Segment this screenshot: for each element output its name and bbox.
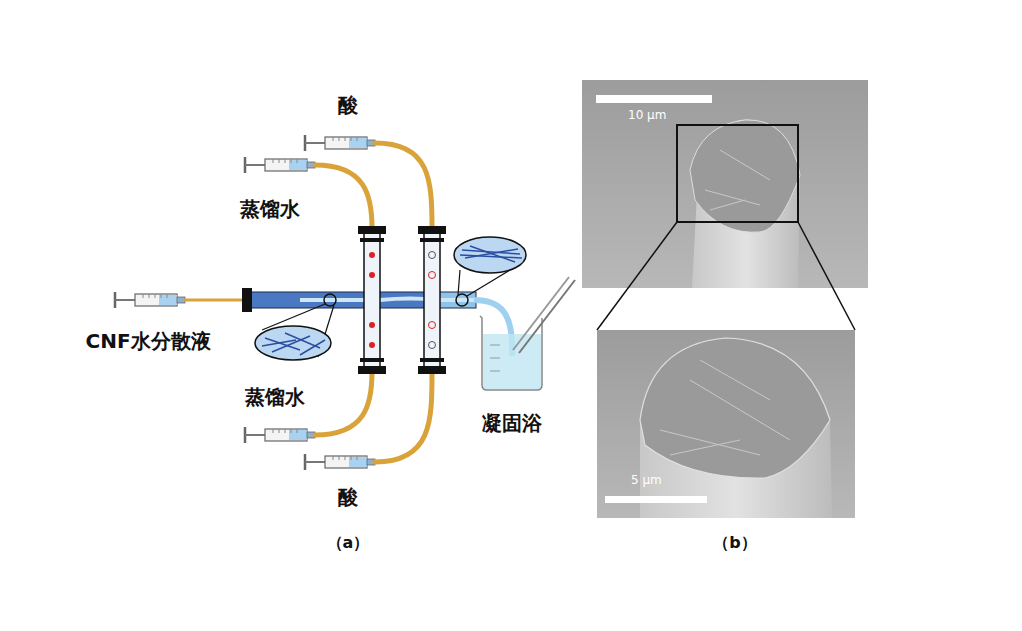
sem-panel: 5 μm	[597, 330, 855, 518]
scale-bar-label: 10 μm	[628, 108, 666, 122]
sem-image	[582, 80, 868, 330]
part-label: CNF水分散液	[85, 328, 210, 355]
syringe	[305, 454, 375, 470]
part-label: 蒸馏水	[245, 384, 305, 411]
sem-zoom-image	[597, 330, 855, 518]
coagulation-beaker	[480, 277, 575, 390]
syringe	[245, 157, 315, 173]
syringe	[115, 292, 185, 308]
part-label: 蒸馏水	[240, 196, 300, 223]
panel-label: （a）	[327, 533, 370, 554]
scale-bar-label: 5 μm	[631, 473, 662, 487]
part-label: 酸	[338, 484, 358, 511]
part-label: 酸	[338, 92, 358, 119]
tubing	[185, 143, 432, 462]
part-label: 凝固浴	[482, 410, 542, 437]
syringe	[305, 135, 375, 151]
syringe	[245, 427, 315, 443]
sem-panel: 10 μm	[582, 80, 868, 288]
panel-label: （b）	[713, 533, 756, 554]
